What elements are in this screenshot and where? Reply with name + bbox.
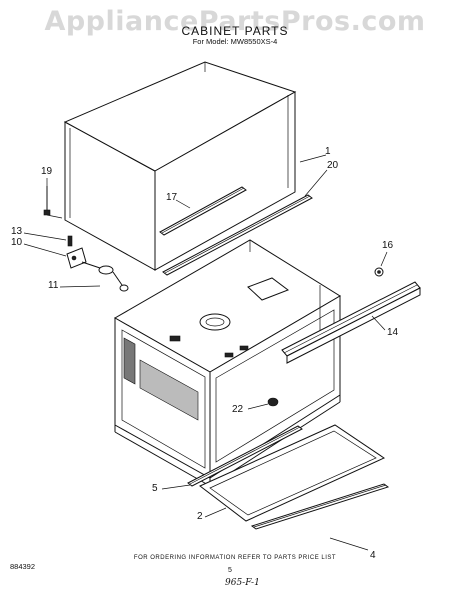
bottom-plate-2-part — [199, 424, 386, 522]
screw-19-part — [43, 186, 63, 219]
callout-10: 10 — [11, 237, 23, 248]
ordering-info-text: FOR ORDERING INFORMATION REFER TO PARTS … — [133, 555, 337, 561]
trim-strip-20-part — [162, 194, 313, 276]
callout-1: 1 — [325, 146, 331, 157]
callout-5: 5 — [152, 483, 158, 494]
callout-13: 13 — [11, 226, 23, 237]
callout-14: 14 — [387, 327, 399, 338]
callout-11: 11 — [48, 280, 59, 291]
callout-19: 19 — [41, 166, 53, 177]
trim-rail-14-part — [281, 281, 421, 364]
callout-16: 16 — [382, 240, 394, 251]
page-number: 5 — [228, 567, 232, 574]
trim-strip-4-part — [250, 483, 390, 530]
callout-17: 17 — [166, 192, 178, 203]
diagram-title: CABINET PARTS — [181, 24, 289, 38]
leader-lines — [23, 154, 388, 551]
document-number: 884392 — [10, 562, 36, 571]
callout-2: 2 — [197, 511, 203, 522]
watermark-text: AppliancePartsPros.com — [44, 6, 426, 37]
cabinet-wrapper-part — [63, 61, 297, 271]
trim-strip-17-part — [159, 186, 247, 236]
nut-16-part — [374, 267, 384, 277]
handwritten-note: 965-F-1 — [225, 578, 260, 588]
trim-strip-5-part — [187, 425, 303, 487]
callout-22: 22 — [232, 404, 244, 415]
oven-chassis-part — [113, 239, 341, 487]
model-line: For Model: MW8550XS-4 — [192, 37, 278, 46]
callout-20: 20 — [327, 160, 339, 171]
callout-4: 4 — [370, 550, 376, 561]
hinge-assembly-part — [66, 235, 129, 292]
